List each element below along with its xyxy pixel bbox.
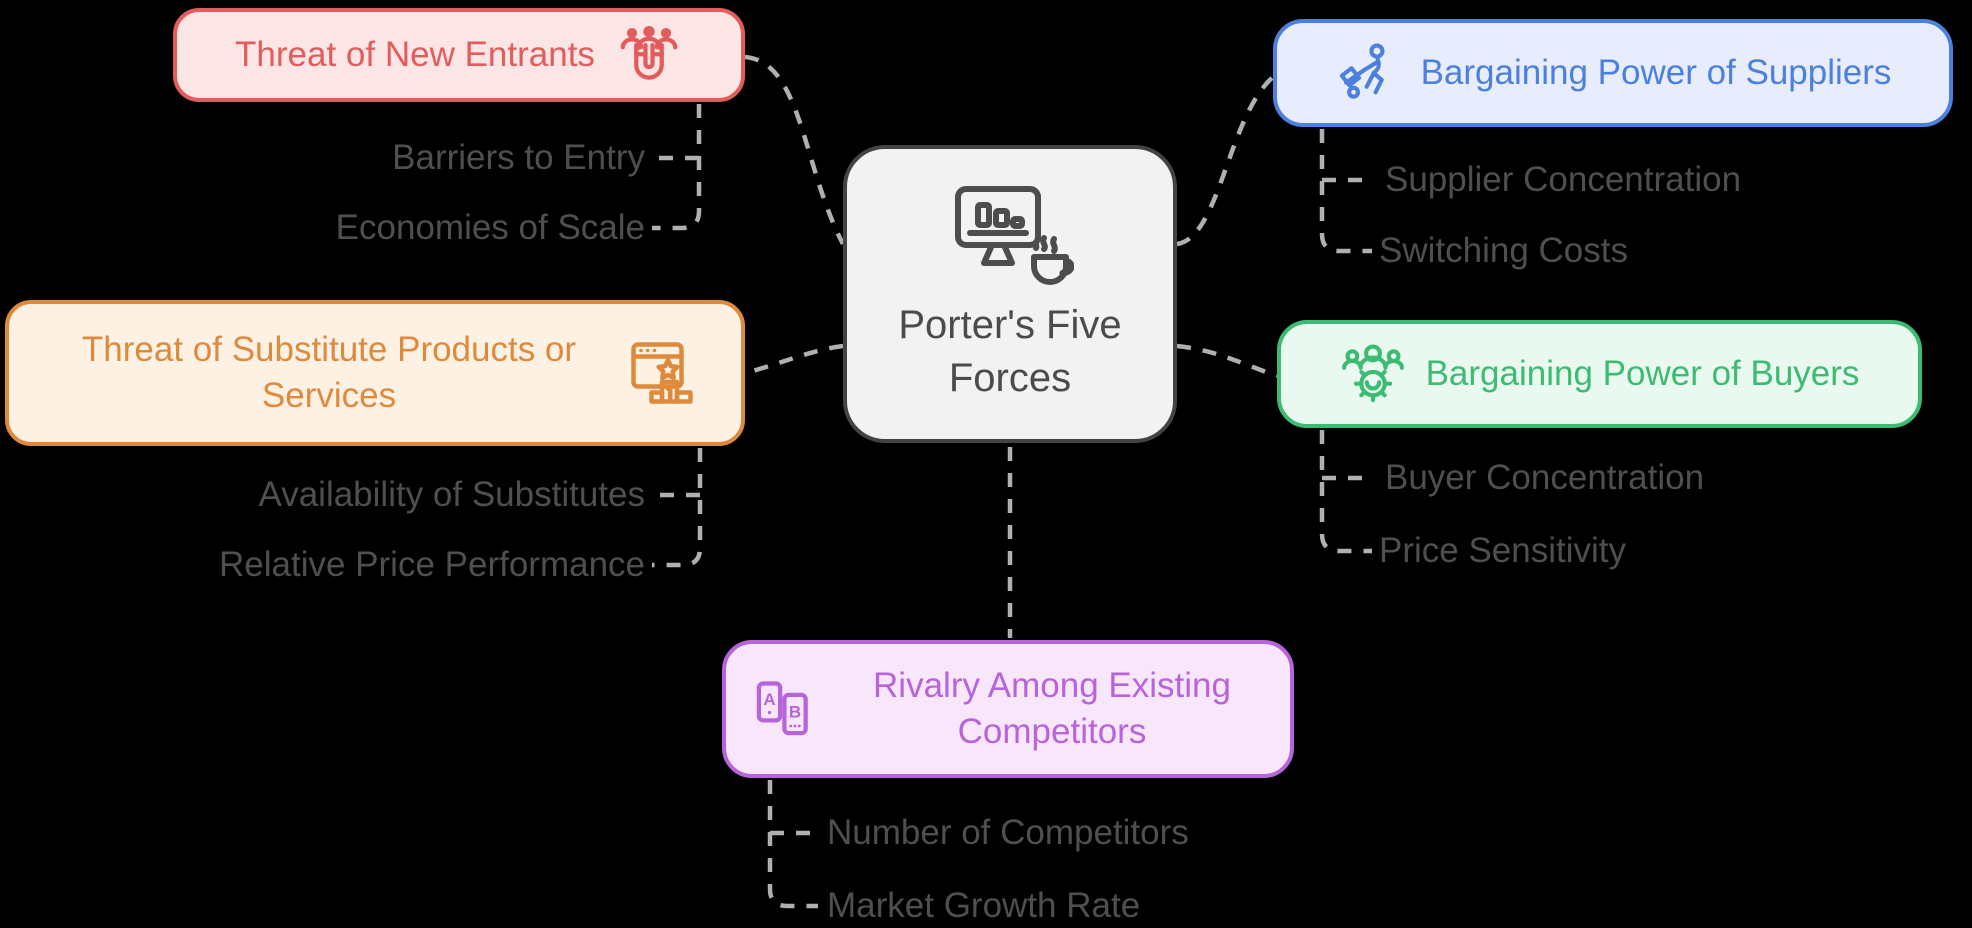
node-label: Threat of Substitute Products or Service… (81, 329, 577, 415)
edge-buyers-children (1319, 430, 1372, 554)
node-threat-of-new-entrants: Threat of New Entrants (173, 8, 745, 102)
edge-center-to-buyers (1176, 343, 1278, 379)
ranking-browser-icon (631, 342, 693, 404)
node-label: Bargaining Power of Buyers (1425, 353, 1860, 393)
edge-center-to-suppliers (1176, 75, 1275, 247)
monitor-chart-coffee-icon (955, 186, 1074, 286)
node-rivalry-among-competitors: A B Rivalry Among Existing Competitors (722, 640, 1294, 778)
node-label: Threat of New Entrants (235, 34, 595, 74)
child-price-sensitivity: Price Sensitivity (1379, 531, 1627, 570)
svg-text:A: A (763, 690, 775, 709)
center-node-label: Porter's Five Forces (898, 303, 1122, 400)
ab-phones-icon: A B (756, 681, 808, 736)
edge-rivalry-children (767, 780, 818, 909)
node-label: Bargaining Power of Suppliers (1420, 52, 1892, 92)
edge-suppliers-children (1319, 129, 1372, 254)
svg-text:B: B (789, 703, 801, 722)
edge-new-entrants-children (652, 104, 702, 231)
child-market-growth-rate: Market Growth Rate (827, 886, 1141, 925)
child-availability-of-substitutes: Availability of Substitutes (258, 475, 645, 514)
child-switching-costs: Switching Costs (1379, 231, 1628, 270)
magnet-people-icon (620, 25, 678, 80)
child-relative-price-performance: Relative Price Performance (219, 545, 645, 584)
buyers-gear-icon (1341, 344, 1404, 403)
child-barriers-to-entry: Barriers to Entry (392, 138, 645, 177)
node-label: Rivalry Among Existing Competitors (873, 665, 1231, 751)
supplier-cart-icon (1339, 43, 1385, 99)
node-bargaining-power-of-buyers: Bargaining Power of Buyers (1277, 320, 1922, 428)
child-number-of-competitors: Number of Competitors (827, 813, 1189, 852)
node-porters-five-forces: Porter's Five Forces (843, 145, 1177, 443)
child-economies-of-scale: Economies of Scale (335, 208, 645, 247)
node-bargaining-power-of-suppliers: Bargaining Power of Suppliers (1273, 19, 1953, 127)
child-buyer-concentration: Buyer Concentration (1385, 458, 1705, 497)
edge-substitutes-children (652, 448, 703, 568)
node-threat-of-substitutes: Threat of Substitute Products or Service… (5, 300, 745, 446)
edge-center-to-substitutes (745, 343, 844, 376)
child-supplier-concentration: Supplier Concentration (1385, 160, 1742, 199)
edge-center-to-new-entrants (744, 54, 845, 246)
